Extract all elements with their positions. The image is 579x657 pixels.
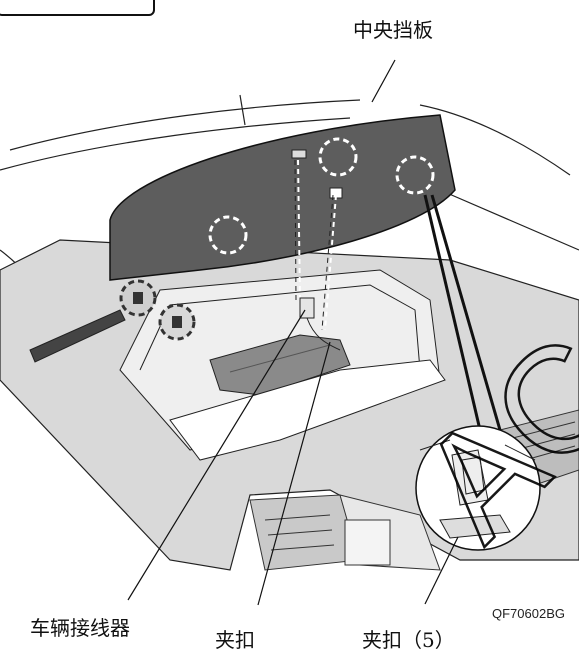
center-panel (109, 114, 456, 281)
label-vehicle-connector: 车辆接线器 (30, 616, 130, 640)
leader-lines (127, 59, 459, 606)
leader-center-panel (371, 59, 396, 103)
clip-marker-1 (318, 137, 358, 177)
left-vent (29, 309, 126, 363)
airbag-opening (119, 269, 446, 461)
figure-code: QF70602BG (492, 606, 565, 621)
clip-marker-2 (208, 215, 248, 255)
leader-vehicle-connector (127, 309, 306, 601)
center-console (249, 494, 441, 571)
label-clip-5: 夹扣（5） (362, 628, 455, 652)
clip-marker-3 (395, 155, 435, 195)
leader-clip (257, 341, 331, 606)
label-center-panel: 中央挡板 (353, 18, 433, 42)
connector-guide-lines (297, 159, 337, 331)
clip-zoom-callout (415, 194, 541, 551)
leader-clip-5 (424, 536, 459, 605)
label-clip: 夹扣 (215, 628, 255, 652)
top-left-tag-box (0, 0, 155, 16)
